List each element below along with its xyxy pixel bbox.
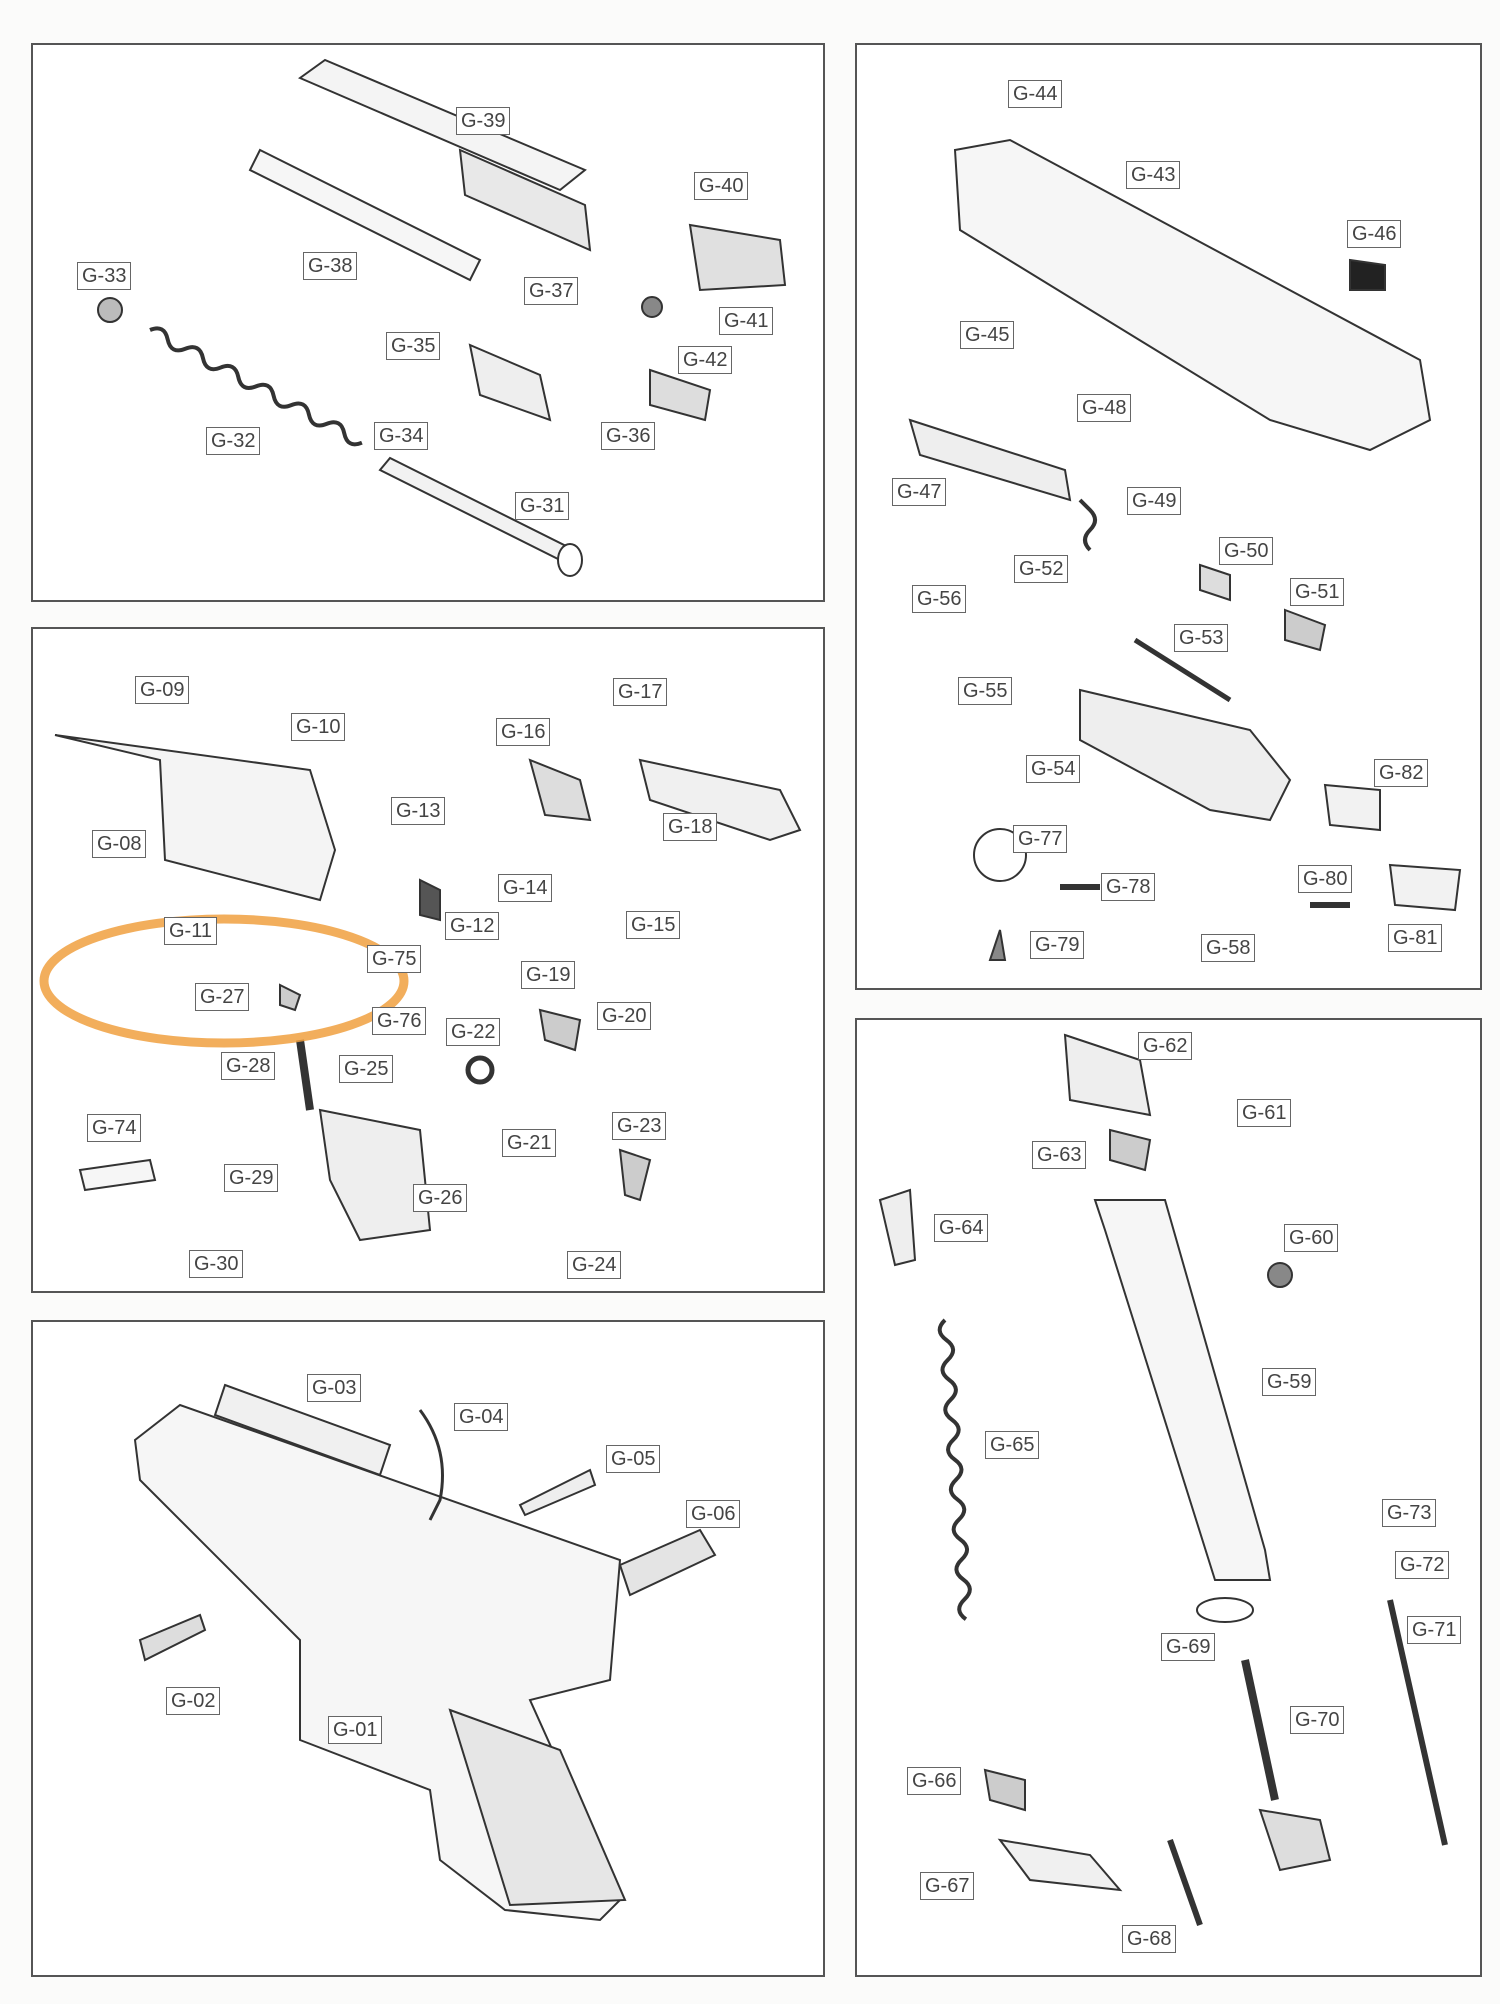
part-label-g-64: G-64 [934, 1214, 989, 1242]
part-label-g-33: G-33 [77, 262, 132, 290]
part-label-g-68: G-68 [1122, 1925, 1177, 1953]
part-label-g-48: G-48 [1077, 394, 1132, 422]
part-label-g-76: G-76 [372, 1007, 427, 1035]
part-label-g-70: G-70 [1290, 1706, 1345, 1734]
part-label-g-03: G-03 [307, 1374, 362, 1402]
part-label-g-65: G-65 [985, 1431, 1040, 1459]
part-label-g-26: G-26 [413, 1184, 468, 1212]
part-label-g-72: G-72 [1395, 1551, 1450, 1579]
part-label-g-14: G-14 [498, 874, 553, 902]
part-label-g-36: G-36 [601, 422, 656, 450]
part-label-g-23: G-23 [612, 1112, 667, 1140]
part-label-g-53: G-53 [1174, 624, 1229, 652]
part-label-g-18: G-18 [663, 813, 718, 841]
part-label-g-62: G-62 [1138, 1032, 1193, 1060]
part-label-g-78: G-78 [1101, 873, 1156, 901]
part-label-g-16: G-16 [496, 718, 551, 746]
part-label-g-31: G-31 [515, 492, 570, 520]
part-label-g-80: G-80 [1298, 865, 1353, 893]
part-label-g-45: G-45 [960, 321, 1015, 349]
part-label-g-01: G-01 [328, 1716, 383, 1744]
part-label-g-54: G-54 [1026, 755, 1081, 783]
part-label-g-20: G-20 [597, 1002, 652, 1030]
part-label-g-19: G-19 [521, 961, 576, 989]
panel-frame-assembly [31, 1320, 825, 1977]
part-label-g-08: G-08 [92, 830, 147, 858]
part-label-g-02: G-02 [166, 1687, 221, 1715]
part-label-g-75: G-75 [367, 945, 422, 973]
part-label-g-10: G-10 [291, 713, 346, 741]
part-label-g-56: G-56 [912, 585, 967, 613]
part-label-g-39: G-39 [456, 107, 511, 135]
part-label-g-38: G-38 [303, 252, 358, 280]
part-label-g-82: G-82 [1374, 759, 1429, 787]
part-label-g-12: G-12 [445, 912, 500, 940]
part-label-g-27: G-27 [195, 983, 250, 1011]
part-label-g-37: G-37 [524, 277, 579, 305]
part-label-g-42: G-42 [678, 346, 733, 374]
part-label-g-47: G-47 [892, 478, 947, 506]
part-label-g-41: G-41 [719, 307, 774, 335]
part-label-g-67: G-67 [920, 1872, 975, 1900]
part-label-g-28: G-28 [221, 1052, 276, 1080]
part-label-g-81: G-81 [1388, 924, 1443, 952]
part-label-g-69: G-69 [1161, 1633, 1216, 1661]
part-label-g-13: G-13 [391, 797, 446, 825]
part-label-g-49: G-49 [1127, 487, 1182, 515]
part-label-g-22: G-22 [446, 1018, 501, 1046]
part-label-g-06: G-06 [686, 1500, 741, 1528]
part-label-g-77: G-77 [1013, 825, 1068, 853]
part-label-g-35: G-35 [386, 332, 441, 360]
part-label-g-61: G-61 [1237, 1099, 1292, 1127]
part-label-g-55: G-55 [958, 677, 1013, 705]
part-label-g-60: G-60 [1284, 1224, 1339, 1252]
panel-magazine-assembly [855, 1018, 1482, 1977]
part-label-g-29: G-29 [224, 1164, 279, 1192]
part-label-g-44: G-44 [1008, 80, 1063, 108]
part-label-g-30: G-30 [189, 1250, 244, 1278]
part-label-g-05: G-05 [606, 1445, 661, 1473]
part-label-g-04: G-04 [454, 1403, 509, 1431]
part-label-g-79: G-79 [1030, 931, 1085, 959]
part-label-g-66: G-66 [907, 1767, 962, 1795]
part-label-g-21: G-21 [502, 1129, 557, 1157]
part-label-g-15: G-15 [626, 911, 681, 939]
part-label-g-24: G-24 [567, 1251, 622, 1279]
part-label-g-34: G-34 [374, 422, 429, 450]
part-label-g-51: G-51 [1290, 578, 1345, 606]
part-label-g-52: G-52 [1014, 555, 1069, 583]
part-label-g-11: G-11 [164, 917, 217, 945]
part-label-g-73: G-73 [1382, 1499, 1437, 1527]
part-label-g-43: G-43 [1126, 161, 1181, 189]
part-label-g-17: G-17 [613, 678, 668, 706]
part-label-g-46: G-46 [1347, 220, 1402, 248]
part-label-g-50: G-50 [1219, 537, 1274, 565]
part-label-g-58: G-58 [1201, 934, 1256, 962]
part-label-g-09: G-09 [135, 676, 190, 704]
panel-barrel-assembly [31, 43, 825, 602]
part-label-g-32: G-32 [206, 427, 261, 455]
part-label-g-59: G-59 [1262, 1368, 1317, 1396]
part-label-g-40: G-40 [694, 172, 749, 200]
part-label-g-71: G-71 [1407, 1616, 1462, 1644]
part-label-g-74: G-74 [87, 1114, 142, 1142]
part-label-g-25: G-25 [339, 1055, 394, 1083]
part-label-g-63: G-63 [1032, 1141, 1087, 1169]
